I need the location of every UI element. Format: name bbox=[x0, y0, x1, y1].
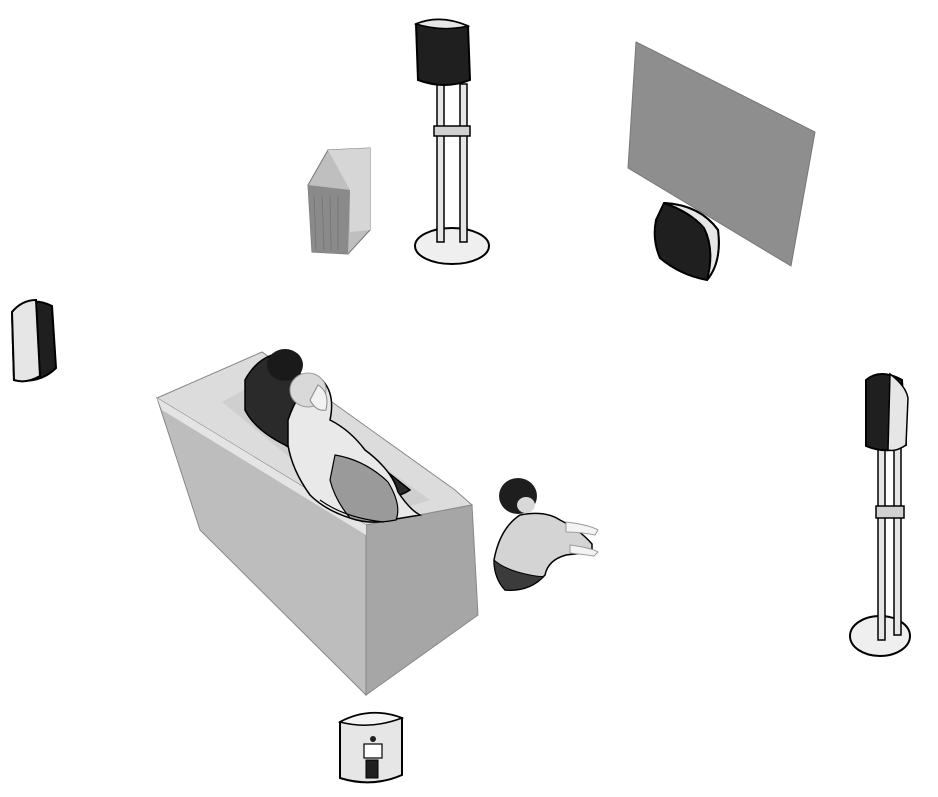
floor-standing-speaker-right bbox=[850, 374, 910, 656]
child bbox=[494, 478, 598, 590]
floor-standing-speaker-back-center bbox=[415, 19, 489, 264]
subwoofer bbox=[308, 148, 370, 254]
surround-speaker-front bbox=[340, 713, 402, 782]
surround-speaker-left bbox=[12, 300, 56, 381]
